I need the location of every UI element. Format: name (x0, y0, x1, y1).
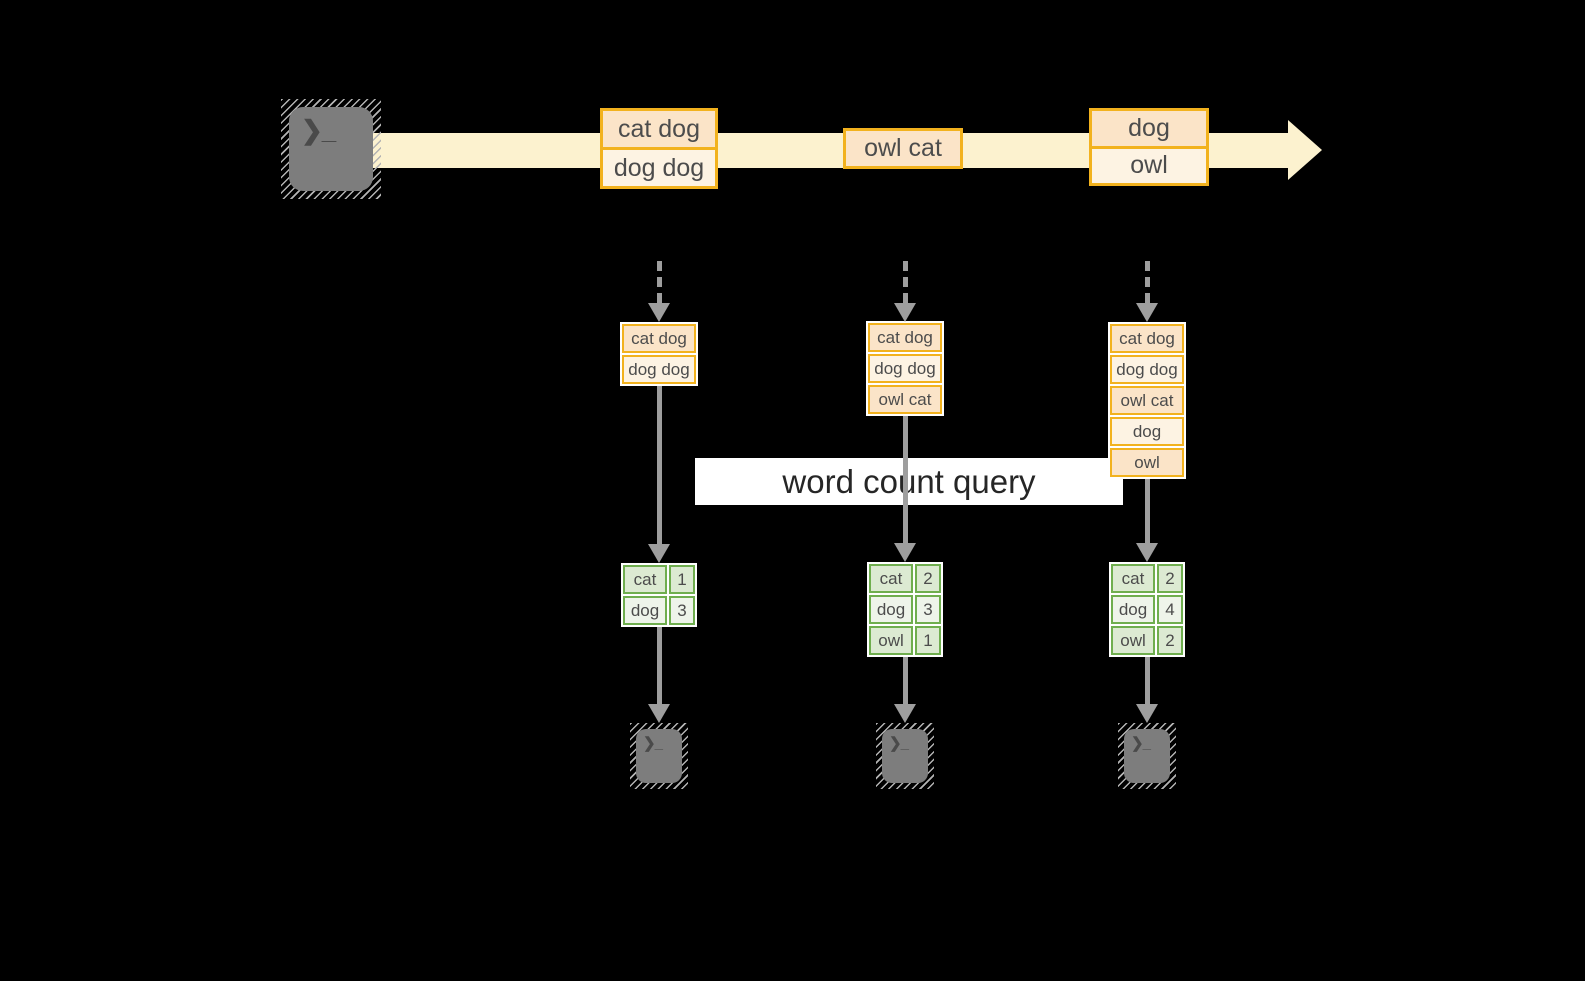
buffer-record: dog dog (622, 355, 696, 384)
counts-to-sink-arrow-line (1144, 657, 1150, 704)
terminal-screen: ❯_ (289, 107, 373, 191)
terminal-screen: ❯_ (1124, 729, 1170, 783)
terminal-prompt-icon: ❯_ (301, 115, 336, 145)
arrow-head-icon (1136, 303, 1158, 322)
buffer-to-counts-arrow-line (656, 386, 662, 544)
stream-arrow-head-icon (1288, 120, 1322, 180)
stream-to-buffer-arrow-line (1144, 261, 1150, 303)
count-value-cell: 3 (915, 595, 941, 624)
count-value-cell: 1 (915, 626, 941, 655)
count-value-cell: 4 (1157, 595, 1183, 624)
count-word-cell: owl (1111, 626, 1155, 655)
buffer-to-counts-arrow-line (902, 416, 908, 543)
buffer-record: dog (1110, 417, 1184, 446)
terminal-sink-icon: ❯_ (876, 723, 934, 789)
arrow-head-icon (1136, 704, 1158, 723)
terminal-prompt-icon: ❯_ (1131, 735, 1151, 752)
terminal-source-icon: ❯_ (281, 99, 381, 199)
terminal-sink-icon: ❯_ (1118, 723, 1176, 789)
stream-message-3: dog owl (1089, 108, 1209, 186)
stream-message-1: cat dog dog dog (600, 108, 718, 189)
arrow-head-icon (1136, 543, 1158, 562)
count-word-cell: dog (623, 596, 667, 625)
count-word-cell: cat (623, 565, 667, 594)
buffer-record: dog dog (868, 354, 942, 383)
count-value-cell: 2 (915, 564, 941, 593)
stream-to-buffer-arrow-line (902, 261, 908, 303)
count-word-cell: owl (869, 626, 913, 655)
count-value-cell: 1 (669, 565, 695, 594)
stream-record: owl (1092, 145, 1206, 183)
buffer-record: cat dog (868, 323, 942, 352)
stream-to-buffer-arrow-line (656, 261, 662, 303)
buffer-record: cat dog (1110, 324, 1184, 353)
buffer-record: owl (1110, 448, 1184, 477)
arrow-head-icon (894, 303, 916, 322)
count-word-cell: dog (1111, 595, 1155, 624)
stream-message-2: owl cat (843, 128, 963, 169)
buffer-stack-3: cat dog dog dog owl cat dog owl (1108, 322, 1186, 479)
buffer-record: dog dog (1110, 355, 1184, 384)
count-value-cell: 3 (669, 596, 695, 625)
terminal-screen: ❯_ (882, 729, 928, 783)
count-word-cell: cat (1111, 564, 1155, 593)
terminal-sink-icon: ❯_ (630, 723, 688, 789)
arrow-head-icon (894, 704, 916, 723)
buffer-stack-2: cat dog dog dog owl cat (866, 321, 944, 416)
arrow-head-icon (648, 544, 670, 563)
count-value-cell: 2 (1157, 626, 1183, 655)
word-count-query-banner: word count query (695, 458, 1123, 505)
counts-to-sink-arrow-line (902, 657, 908, 704)
stream-record: dog (1092, 111, 1206, 146)
terminal-prompt-icon: ❯_ (643, 735, 663, 752)
count-table-1: cat 1 dog 3 (621, 563, 697, 627)
stream-record: dog dog (603, 147, 715, 186)
arrow-head-icon (894, 543, 916, 562)
terminal-prompt-icon: ❯_ (889, 735, 909, 752)
count-word-cell: dog (869, 595, 913, 624)
arrow-head-icon (648, 704, 670, 723)
stream-record: owl cat (846, 131, 960, 166)
terminal-screen: ❯_ (636, 729, 682, 783)
buffer-record: owl cat (1110, 386, 1184, 415)
buffer-record: cat dog (622, 324, 696, 353)
buffer-stack-1: cat dog dog dog (620, 322, 698, 386)
arrow-head-icon (648, 303, 670, 322)
count-table-3: cat 2 dog 4 owl 2 (1109, 562, 1185, 657)
buffer-to-counts-arrow-line (1144, 479, 1150, 543)
buffer-record: owl cat (868, 385, 942, 414)
stream-record: cat dog (603, 111, 715, 147)
counts-to-sink-arrow-line (656, 627, 662, 704)
count-value-cell: 2 (1157, 564, 1183, 593)
count-table-2: cat 2 dog 3 owl 1 (867, 562, 943, 657)
count-word-cell: cat (869, 564, 913, 593)
